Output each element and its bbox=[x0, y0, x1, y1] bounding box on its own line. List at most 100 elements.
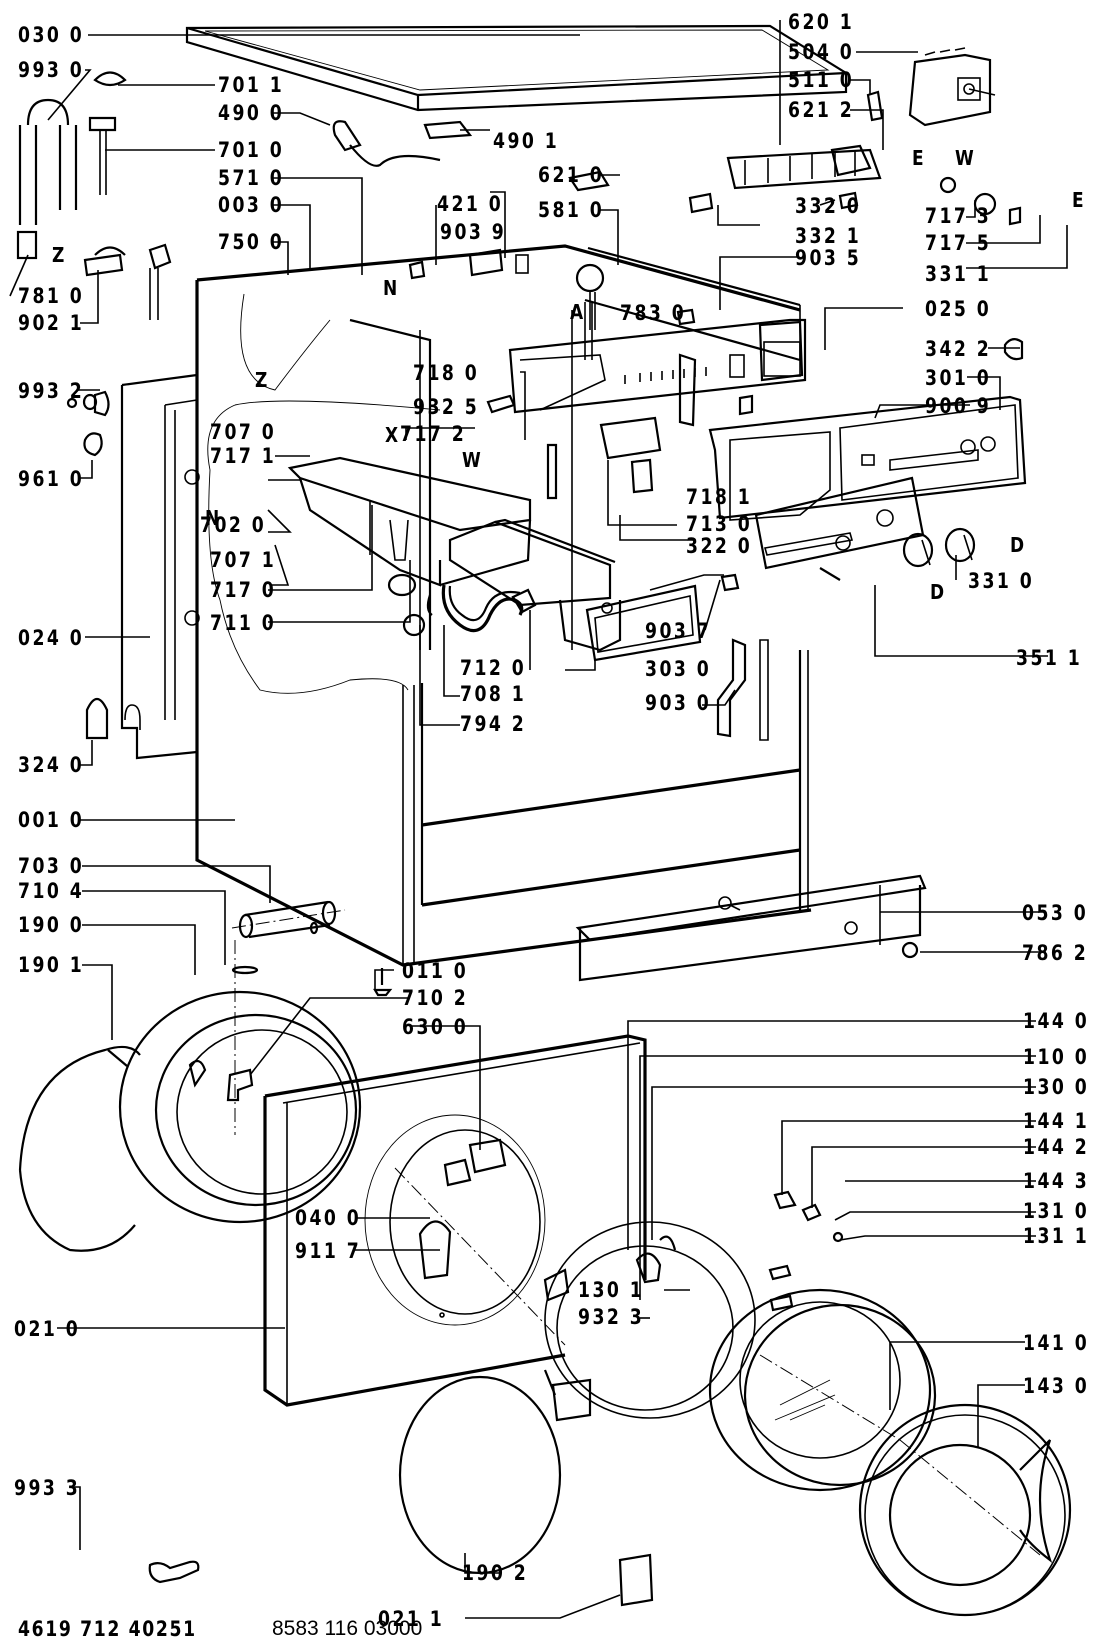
part-label[interactable]: 903 5 bbox=[795, 246, 862, 270]
part-door-seal bbox=[398, 1369, 562, 1575]
part-label[interactable]: 717 3 bbox=[925, 204, 992, 228]
part-door-hardware bbox=[148, 1190, 844, 1607]
part-label[interactable]: 332 1 bbox=[795, 224, 862, 248]
part-label[interactable]: 011 0 bbox=[402, 959, 469, 983]
part-label[interactable]: 900 9 bbox=[925, 394, 992, 418]
part-label[interactable]: 703 0 bbox=[18, 854, 85, 878]
part-label[interactable]: 710 2 bbox=[402, 986, 469, 1010]
part-label[interactable]: 511 0 bbox=[788, 68, 855, 92]
part-fascia bbox=[708, 395, 1027, 521]
part-label[interactable]: 190 0 bbox=[18, 913, 85, 937]
part-label[interactable]: 581 0 bbox=[538, 198, 605, 222]
part-label[interactable]: 324 0 bbox=[18, 753, 85, 777]
part-label[interactable]: 993 3 bbox=[14, 1476, 81, 1500]
part-label[interactable]: 190 2 bbox=[462, 1561, 529, 1585]
part-label[interactable]: 053 0 bbox=[1022, 901, 1089, 925]
part-label[interactable]: 303 0 bbox=[645, 657, 712, 681]
part-label[interactable]: 794 2 bbox=[460, 712, 527, 736]
part-label[interactable]: 144 1 bbox=[1023, 1109, 1090, 1133]
ref-letter-a: A bbox=[570, 300, 584, 324]
part-label[interactable]: 707 0 bbox=[210, 420, 277, 444]
part-label[interactable]: 571 0 bbox=[218, 166, 285, 190]
part-label[interactable]: 620 1 bbox=[788, 10, 855, 34]
ref-letter-d: D bbox=[930, 580, 945, 604]
part-door-ring bbox=[543, 1221, 756, 1422]
part-front-panel bbox=[263, 1034, 647, 1407]
part-label[interactable]: 331 1 bbox=[925, 262, 992, 286]
part-label[interactable]: 021 1 bbox=[378, 1607, 445, 1631]
part-label[interactable]: 711 0 bbox=[210, 611, 277, 635]
part-label[interactable]: 504 0 bbox=[788, 40, 855, 64]
part-label[interactable]: 030 0 bbox=[18, 23, 85, 47]
part-label[interactable]: 342 2 bbox=[925, 337, 992, 361]
part-label[interactable]: 024 0 bbox=[18, 626, 85, 650]
part-label[interactable]: 903 9 bbox=[440, 220, 507, 244]
part-label[interactable]: 144 2 bbox=[1023, 1135, 1090, 1159]
part-label[interactable]: 351 1 bbox=[1016, 646, 1083, 670]
part-label[interactable]: 301 0 bbox=[925, 366, 992, 390]
part-connector-tube bbox=[231, 900, 393, 997]
part-knobs bbox=[902, 527, 976, 568]
part-label[interactable]: 110 0 bbox=[1023, 1045, 1090, 1069]
part-label[interactable]: 702 0 bbox=[200, 513, 267, 537]
part-label[interactable]: 701 1 bbox=[218, 73, 285, 97]
part-door-glass bbox=[708, 1288, 937, 1492]
part-label[interactable]: 322 0 bbox=[686, 534, 753, 558]
part-label[interactable]: 141 0 bbox=[1023, 1331, 1090, 1355]
part-label[interactable]: 713 0 bbox=[686, 512, 753, 536]
part-label[interactable]: 421 0 bbox=[437, 192, 504, 216]
part-label[interactable]: 131 0 bbox=[1023, 1199, 1090, 1223]
part-label[interactable]: 701 0 bbox=[218, 138, 285, 162]
part-label[interactable]: 144 3 bbox=[1023, 1169, 1090, 1193]
part-label[interactable]: 781 0 bbox=[18, 284, 85, 308]
part-label[interactable]: 143 0 bbox=[1023, 1374, 1090, 1398]
part-label[interactable]: 001 0 bbox=[18, 808, 85, 832]
part-label[interactable]: 718 0 bbox=[413, 361, 480, 385]
part-label[interactable]: 130 0 bbox=[1023, 1075, 1090, 1099]
service-number: 8583 116 03000 bbox=[272, 1617, 423, 1640]
part-programmer bbox=[908, 47, 996, 127]
part-label[interactable]: 903 0 bbox=[645, 691, 712, 715]
part-label[interactable]: 786 2 bbox=[1022, 941, 1089, 965]
leader-lines bbox=[9, 20, 1068, 1619]
part-label[interactable]: 621 0 bbox=[538, 163, 605, 187]
part-label[interactable]: 490 0 bbox=[218, 101, 285, 125]
part-label[interactable]: 707 1 bbox=[210, 548, 277, 572]
part-label[interactable]: 331 0 bbox=[968, 569, 1035, 593]
part-label[interactable]: 621 2 bbox=[788, 98, 855, 122]
part-label[interactable]: 490 1 bbox=[493, 129, 560, 153]
ref-letter-x: X bbox=[385, 423, 399, 447]
part-label[interactable]: 993 2 bbox=[18, 379, 85, 403]
part-label[interactable]: 130 1 bbox=[578, 1278, 645, 1302]
part-label[interactable]: 903 7 bbox=[645, 619, 712, 643]
part-label[interactable]: 717 2 bbox=[400, 422, 467, 446]
part-label[interactable]: 190 1 bbox=[18, 953, 85, 977]
part-label[interactable]: 717 1 bbox=[210, 444, 277, 468]
part-label[interactable]: 332 0 bbox=[795, 194, 862, 218]
ref-letter-e: E bbox=[912, 146, 924, 170]
part-label[interactable]: 932 5 bbox=[413, 395, 480, 419]
part-label[interactable]: 750 0 bbox=[218, 230, 285, 254]
part-label[interactable]: 025 0 bbox=[925, 297, 992, 321]
part-label[interactable]: 003 0 bbox=[218, 193, 285, 217]
part-label[interactable]: 911 7 bbox=[295, 1239, 362, 1263]
part-label[interactable]: 021 0 bbox=[14, 1317, 81, 1341]
part-label[interactable]: 040 0 bbox=[295, 1206, 362, 1230]
part-label[interactable]: 961 0 bbox=[18, 467, 85, 491]
part-label[interactable]: 718 1 bbox=[686, 485, 753, 509]
part-label[interactable]: 717 5 bbox=[925, 231, 992, 255]
part-label[interactable]: 712 0 bbox=[460, 656, 527, 680]
part-guide-rails bbox=[546, 353, 769, 741]
part-label[interactable]: 131 1 bbox=[1023, 1224, 1090, 1248]
ref-letter-d: D bbox=[1010, 533, 1025, 557]
part-label[interactable]: 783 0 bbox=[620, 301, 687, 325]
part-label[interactable]: 630 0 bbox=[402, 1015, 469, 1039]
document-number: 4619 712 40251 bbox=[18, 1617, 197, 1641]
part-label[interactable]: 932 3 bbox=[578, 1305, 645, 1329]
part-label[interactable]: 993 0 bbox=[18, 58, 85, 82]
part-label[interactable]: 708 1 bbox=[460, 682, 527, 706]
part-label[interactable]: 144 0 bbox=[1023, 1009, 1090, 1033]
part-label[interactable]: 717 0 bbox=[210, 578, 277, 602]
part-label[interactable]: 710 4 bbox=[18, 879, 85, 903]
part-label[interactable]: 902 1 bbox=[18, 311, 85, 335]
